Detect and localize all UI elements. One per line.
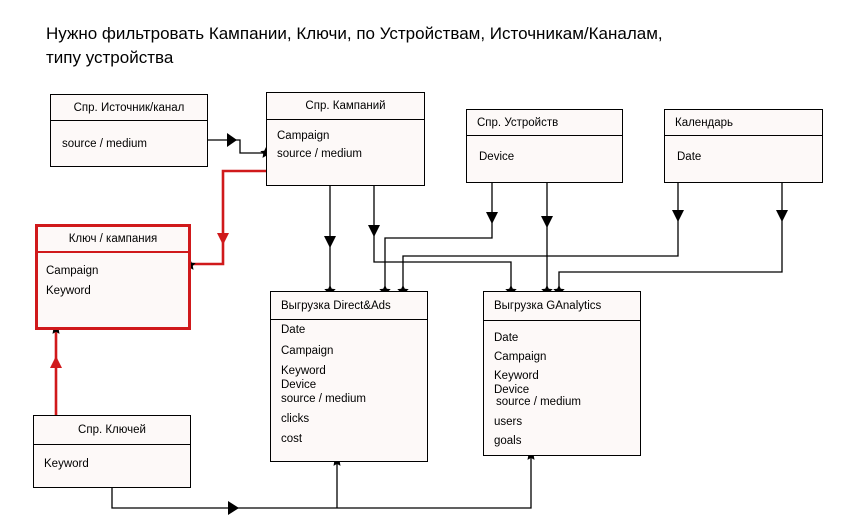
field-date: Date <box>281 324 306 336</box>
field-keyword: Keyword <box>46 285 91 297</box>
table-ganalytics-title: Выгрузка GAnalytics <box>484 292 640 321</box>
arrowhead-icon <box>217 233 229 245</box>
table-keywords-title: Спр. Ключей <box>34 416 190 445</box>
page-title: Нужно фильтровать Кампании, Ключи, по Ус… <box>46 22 766 70</box>
table-keywords[interactable]: Спр. Ключей Keyword <box>33 415 191 488</box>
field-device: Device <box>281 379 317 391</box>
link-devices-direct <box>384 182 493 291</box>
link-campaigns-ga-source <box>373 185 512 291</box>
field-users: users <box>494 416 523 428</box>
table-devices-title: Спр. Устройств <box>467 110 622 136</box>
table-calendar-title: Календарь <box>665 110 822 136</box>
arrowhead-icon <box>324 236 336 248</box>
arrowhead-icon <box>50 356 62 368</box>
link-calendar-direct <box>402 182 679 291</box>
title-line-2: типу устройства <box>46 48 174 67</box>
field-keyword: Keyword <box>44 458 89 470</box>
table-key-campaign[interactable]: Ключ / кампания Campaign Keyword <box>35 224 191 330</box>
arrowhead-icon <box>486 212 498 224</box>
link-campaigns-keycampaign <box>190 169 266 266</box>
field-device: Device <box>479 151 515 163</box>
field-campaign: Campaign <box>281 345 334 357</box>
table-calendar[interactable]: Календарь Date <box>664 109 823 183</box>
arrowhead-icon <box>368 225 380 237</box>
field-campaign: Campaign <box>494 351 547 363</box>
table-source[interactable]: Спр. Источник/канал source / medium <box>50 94 208 167</box>
field-date: Date <box>494 332 519 344</box>
field-keyword: Keyword <box>281 365 326 377</box>
field-goals: goals <box>494 435 522 447</box>
table-source-title: Спр. Источник/канал <box>51 95 207 121</box>
table-campaigns[interactable]: Спр. Кампаний Campaign source / medium <box>266 92 425 186</box>
table-ganalytics[interactable]: Выгрузка GAnalytics Date Campaign Keywor… <box>483 291 641 456</box>
arrowhead-icon <box>541 216 553 228</box>
field-campaign: Campaign <box>277 130 330 142</box>
table-devices[interactable]: Спр. Устройств Device <box>466 109 623 183</box>
link-calendar-ga <box>558 182 783 291</box>
arrowhead-icon <box>776 210 788 222</box>
link-keywords-facts <box>111 455 532 509</box>
arrowhead-icon <box>227 133 237 147</box>
field-source-medium: source / medium <box>496 396 582 408</box>
field-cost: cost <box>281 433 303 445</box>
field-device: Device <box>494 384 530 396</box>
field-source-medium: source / medium <box>277 148 363 160</box>
table-direct-ads[interactable]: Выгрузка Direct&Ads Date Campaign Keywor… <box>270 291 428 462</box>
title-line-1: Нужно фильтровать Кампании, Ключи, по Ус… <box>46 24 663 43</box>
table-direct-ads-title: Выгрузка Direct&Ads <box>271 292 427 320</box>
link-source-campaigns <box>207 139 266 154</box>
field-campaign: Campaign <box>46 265 99 277</box>
table-campaigns-title: Спр. Кампаний <box>267 93 424 120</box>
table-key-campaign-title: Ключ / кампания <box>38 227 188 253</box>
field-source-medium: source / medium <box>281 393 367 405</box>
field-keyword: Keyword <box>494 370 539 382</box>
field-clicks: clicks <box>281 413 310 425</box>
arrowhead-icon <box>672 210 684 222</box>
field-date: Date <box>677 151 702 163</box>
arrowhead-icon <box>228 501 239 515</box>
field-source-medium: source / medium <box>62 138 148 150</box>
